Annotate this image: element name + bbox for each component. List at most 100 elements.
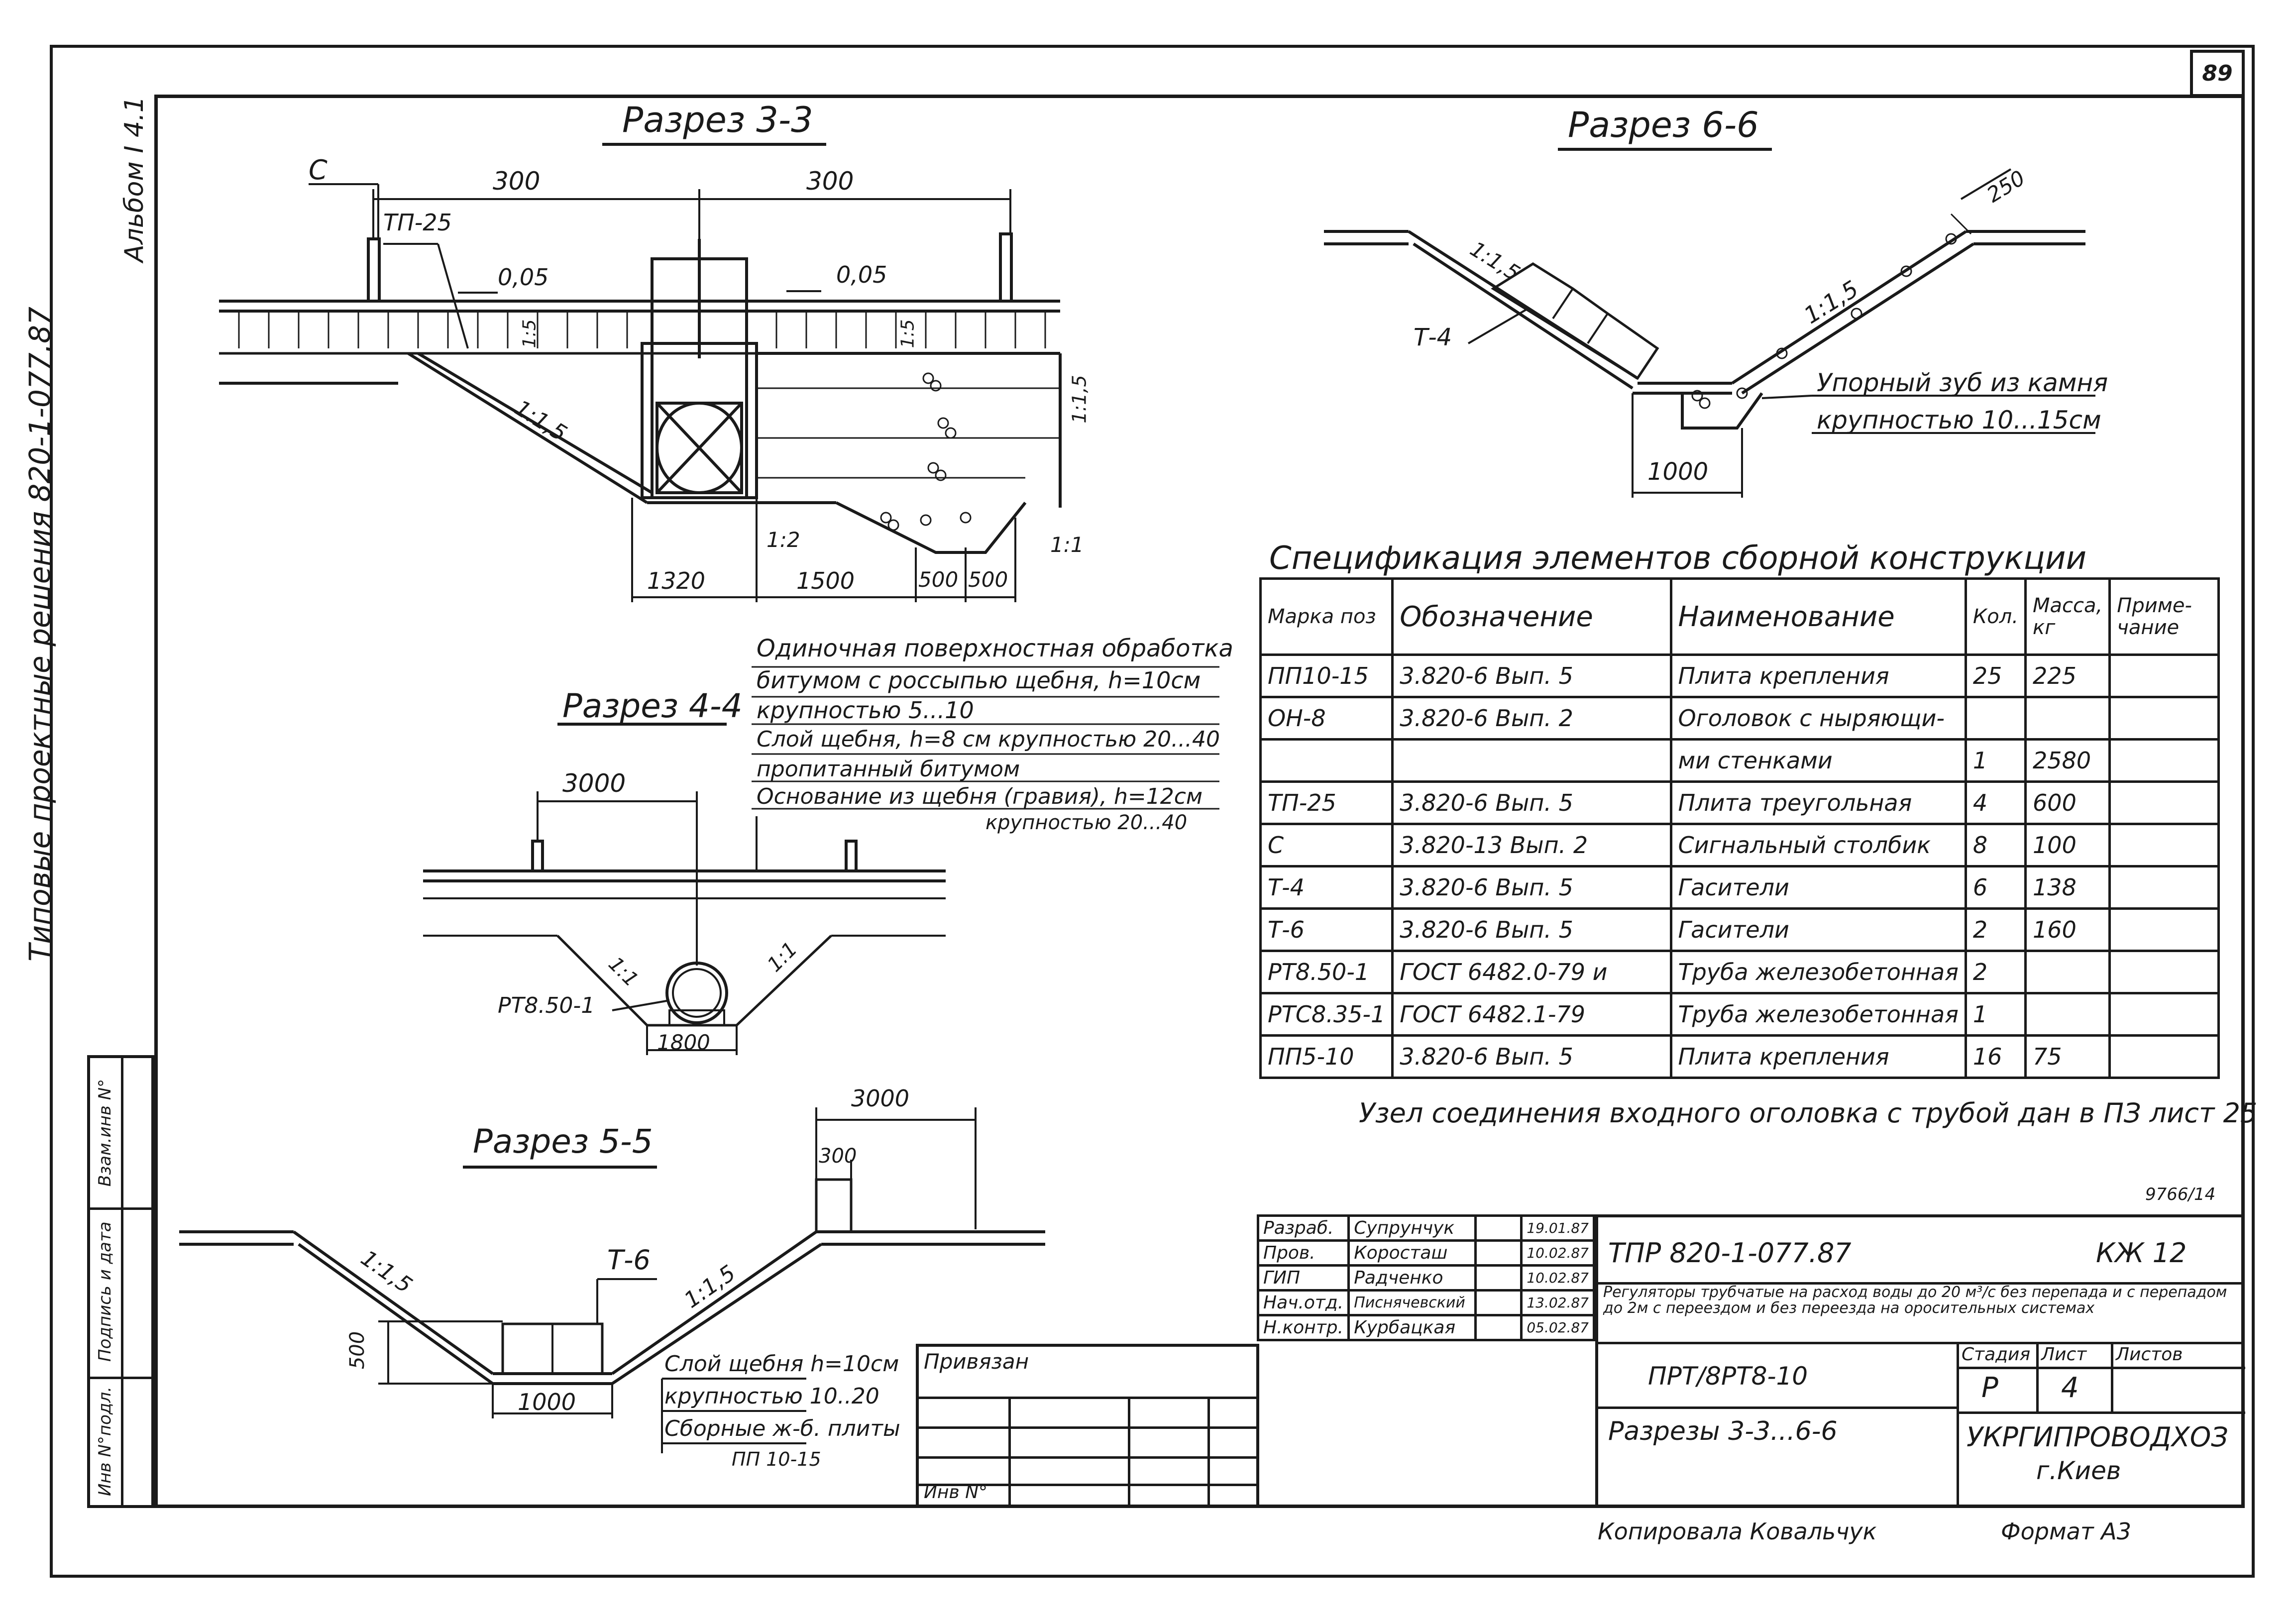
tb-description: Регуляторы трубчатые на расход воды до 2… <box>1603 1284 2227 1317</box>
spec-cell: 2 <box>1964 907 2027 952</box>
spec-cell: 2 <box>1964 950 2027 994</box>
node-note: Узел соединения входного оголовка с труб… <box>1359 1097 2258 1129</box>
s55-note-2: крупностью 10..20 <box>664 1384 879 1409</box>
s55-note-1: Слой щебня h=10см <box>664 1351 899 1377</box>
tb-sheet-header: Лист <box>2041 1344 2087 1365</box>
spec-cell <box>2108 1034 2220 1079</box>
spec-cell <box>2108 653 2220 698</box>
spec-cell <box>1391 738 1672 783</box>
tb-doc-code: ТПР 820-1-077.87 <box>1608 1237 1852 1269</box>
tb-role: Н.контр. <box>1256 1314 1350 1341</box>
s33-label-c: С <box>309 154 328 186</box>
spec-cell: 16 <box>1964 1034 2027 1079</box>
s44-note-2: битумом с россыпью щебня, h=10см <box>757 667 1201 694</box>
spec-cell: Плита крепления <box>1669 653 1967 698</box>
spec-cell: ГОСТ 6482.1-79 <box>1391 992 1672 1037</box>
spec-header-designation: Обозначение <box>1391 577 1672 656</box>
s33-dim-1500: 1500 <box>796 567 855 594</box>
spec-cell: 3.820-13 Вып. 2 <box>1391 823 1672 867</box>
tb-sheets-header: Листов <box>2116 1344 2183 1365</box>
spec-cell <box>2108 738 2220 783</box>
s33-label-tp25: ТП-25 <box>383 209 452 236</box>
s55-note-3: Сборные ж-б. плиты <box>664 1416 900 1441</box>
tb-org: УКРГИПРОВОДХОЗ <box>1967 1421 2228 1453</box>
tb-role: Пров. <box>1256 1239 1350 1267</box>
spec-cell: 600 <box>2024 780 2111 825</box>
s33-dim-500a: 500 <box>918 567 959 592</box>
spec-cell: Плита крепления <box>1669 1034 1967 1079</box>
tb-signature <box>1474 1239 1523 1267</box>
spec-cell: ми стенками <box>1669 738 1967 783</box>
s55-label-t6: Т-6 <box>607 1244 651 1276</box>
tb-person-name: Супрунчук <box>1347 1214 1477 1242</box>
spec-cell: 138 <box>2024 865 2111 910</box>
s33-dim-300b: 300 <box>806 167 854 196</box>
spec-cell <box>2108 907 2220 952</box>
tb-date: 13.02.87 <box>1520 1289 1595 1316</box>
spec-header-note: Приме-чание <box>2108 577 2220 656</box>
binding-label: Привязан <box>924 1349 1029 1374</box>
tb-date: 10.02.87 <box>1520 1264 1595 1292</box>
format-label: Формат А3 <box>2001 1518 2131 1545</box>
spec-cell <box>2024 696 2111 741</box>
tb-date: 05.02.87 <box>1520 1314 1595 1341</box>
s44-note-4: Слой щебня, h=8 см крупностью 20...40 <box>757 727 1220 752</box>
tb-person-name: Радченко <box>1347 1264 1477 1292</box>
spec-cell: 3.820-6 Вып. 5 <box>1391 653 1672 698</box>
spec-header-qty: Кол. <box>1964 577 2027 656</box>
s33-dim-500b: 500 <box>968 567 1008 592</box>
tb-signature <box>1474 1214 1523 1242</box>
s33-ratio-11: 1:1 <box>1050 533 1084 557</box>
tb-stage-header: Стадия <box>1962 1344 2031 1365</box>
page-number-box: 89 <box>2190 50 2245 97</box>
section-5-5-title: Разрез 5-5 <box>473 1122 653 1161</box>
spec-header-mark: Марка поз <box>1259 577 1394 656</box>
tb-role: Нач.отд. <box>1256 1289 1350 1316</box>
s66-dim-1000: 1000 <box>1647 458 1709 486</box>
spec-cell: Гасители <box>1669 907 1967 952</box>
left-stamp: Инв N°подл. Подпись и дата Взам.инв N° <box>87 1055 154 1508</box>
spec-cell: 2580 <box>2024 738 2111 783</box>
s33-dim-300a: 300 <box>493 167 541 196</box>
s33-slope-005a: 0,05 <box>498 264 549 291</box>
spec-cell: 75 <box>2024 1034 2111 1079</box>
tb-person-row: Н.контр.Курбацкая 05.02.87 <box>1256 1314 1595 1341</box>
s55-dim-1000: 1000 <box>518 1389 576 1415</box>
spec-cell: 25 <box>1964 653 2027 698</box>
binding-grid: Привязан Инв N° <box>916 1344 1259 1508</box>
s66-note-1: Упорный зуб из камня <box>1817 368 2108 397</box>
spec-cell <box>1964 696 2027 741</box>
spec-cell <box>1259 738 1394 783</box>
spec-cell <box>2108 780 2220 825</box>
s55-dim-3000: 3000 <box>851 1085 910 1112</box>
spec-header-mass: Масса, кг <box>2024 577 2111 656</box>
spec-cell <box>2108 823 2220 867</box>
tb-person-name: Курбацкая <box>1347 1314 1477 1341</box>
spec-cell: 4 <box>1964 780 2027 825</box>
spec-cell: ГОСТ 6482.0-79 и <box>1391 950 1672 994</box>
spec-cell: Труба железобетонная <box>1669 950 1967 994</box>
spec-cell: Т-4 <box>1259 865 1394 910</box>
page-number: 89 <box>2202 61 2233 86</box>
title-block-main: ТПР 820-1-077.87 КЖ 12 Регуляторы трубча… <box>1595 1214 2245 1508</box>
tb-sheet-title: Разрезы 3-3...6-6 <box>1608 1416 1838 1446</box>
tb-role: ГИП <box>1256 1264 1350 1292</box>
spec-header-name: Наименование <box>1669 577 1967 656</box>
spec-cell: Труба железобетонная <box>1669 992 1967 1037</box>
tb-date: 10.02.87 <box>1520 1239 1595 1267</box>
s44-note-6: Основание из щебня (гравия), h=12см <box>757 784 1203 809</box>
spec-cell: 1 <box>1964 738 2027 783</box>
s55-dim-300: 300 <box>819 1145 857 1168</box>
tb-sheet-value: 4 <box>2061 1372 2079 1404</box>
